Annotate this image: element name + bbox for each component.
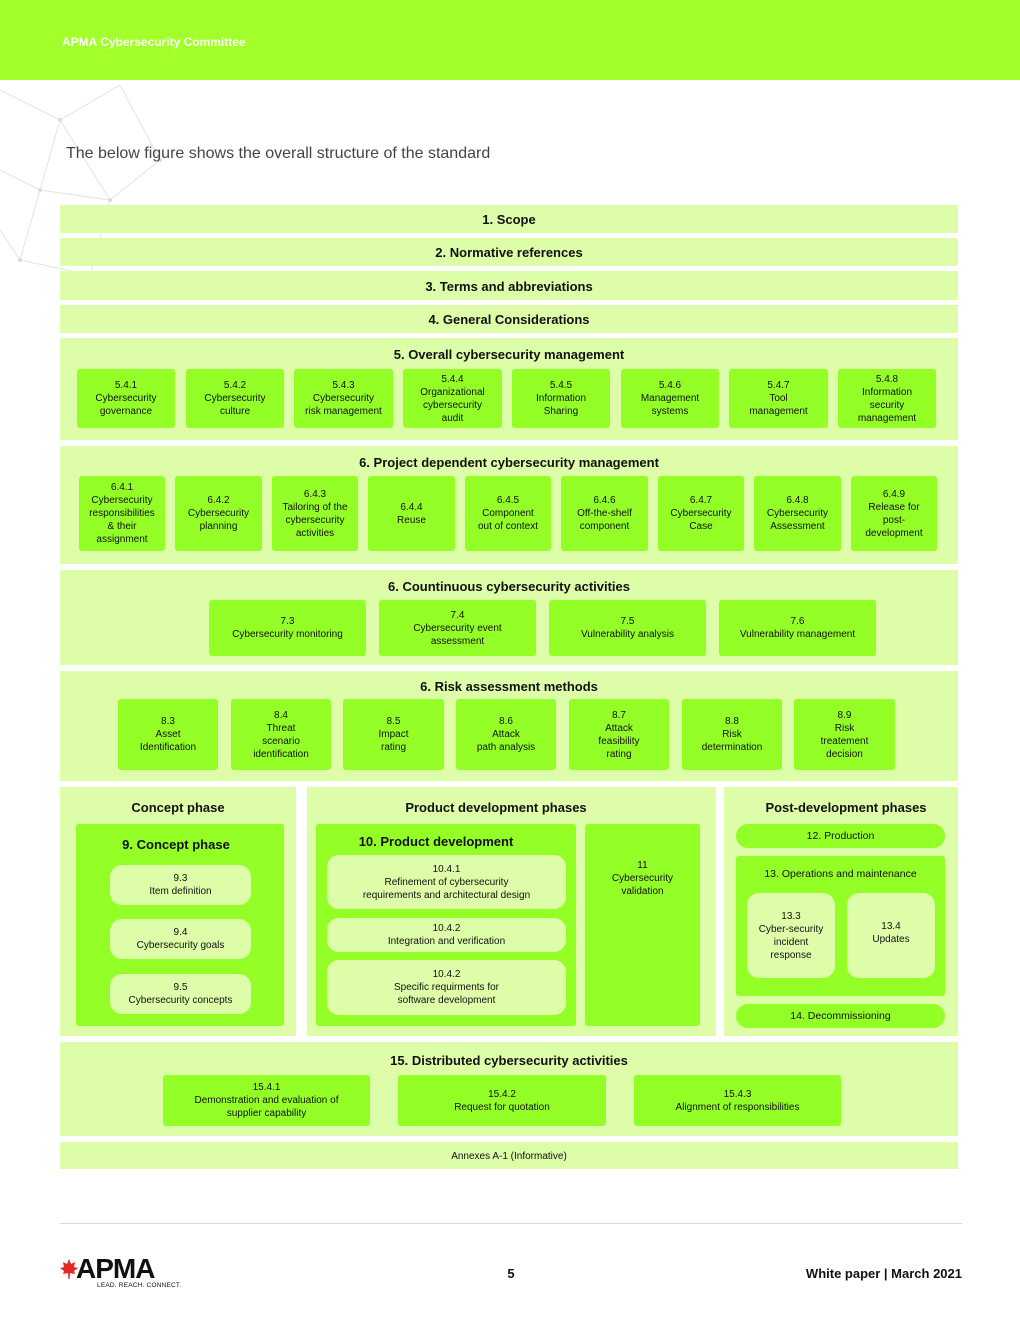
section-15-title: 15. Distributed cybersecurity activities — [390, 1053, 628, 1068]
annexes-label: Annexes A-1 (Informative) — [451, 1151, 567, 1162]
clause-normative-label: 2. Normative references — [435, 245, 583, 260]
footer-divider — [60, 1223, 962, 1224]
concept-block-title: 9. Concept phase — [122, 837, 230, 852]
annexes-bar: Annexes A-1 (Informative) — [60, 1142, 958, 1169]
clause-general: 4. General Considerations — [60, 305, 958, 333]
header-band: APMA Cybersecurity Committee — [0, 0, 1020, 80]
product-panel-title: Product development phases — [405, 800, 587, 815]
section-7-title: 6. Countinuous cybersecurity activities — [387, 579, 631, 594]
footer-doc-info: White paper | March 2021 — [805, 1266, 962, 1281]
clause-scope: 1. Scope — [60, 205, 958, 233]
header-title: APMA Cybersecurity Committee — [62, 35, 246, 49]
section-8-title: 6. Risk assessment methods — [420, 679, 598, 694]
post-panel-title: Post-development phases — [765, 800, 927, 815]
intro-text: The below figure shows the overall struc… — [66, 145, 491, 162]
product-block-title: 10. Product development — [358, 834, 514, 849]
logo-tagline: LEAD. REACH. CONNECT. — [97, 1282, 182, 1289]
section-6-title: 6. Project dependent cybersecurity manag… — [359, 455, 659, 470]
production-pill: 12. Production — [736, 824, 945, 848]
clause-general-label: 4. General Considerations — [428, 312, 590, 327]
decommissioning-pill: 14. Decommissioning — [736, 1004, 945, 1028]
page-number: 5 — [507, 1266, 515, 1281]
clause-normative: 2. Normative references — [60, 238, 958, 266]
section-5-title: 5. Overall cybersecurity management — [393, 347, 625, 362]
clause-terms-label: 3. Terms and abbreviations — [425, 279, 593, 294]
maple-leaf-icon — [60, 1259, 78, 1279]
logo-word: APMA — [76, 1253, 155, 1284]
apma-logo: APMA LEAD. REACH. CONNECT. — [60, 1253, 200, 1292]
concept-panel-title: Concept phase — [131, 800, 225, 815]
clause-terms: 3. Terms and abbreviations — [60, 271, 958, 300]
operations-title: 13. Operations and maintenance — [764, 868, 917, 880]
clause-scope-label: 1. Scope — [482, 212, 536, 227]
